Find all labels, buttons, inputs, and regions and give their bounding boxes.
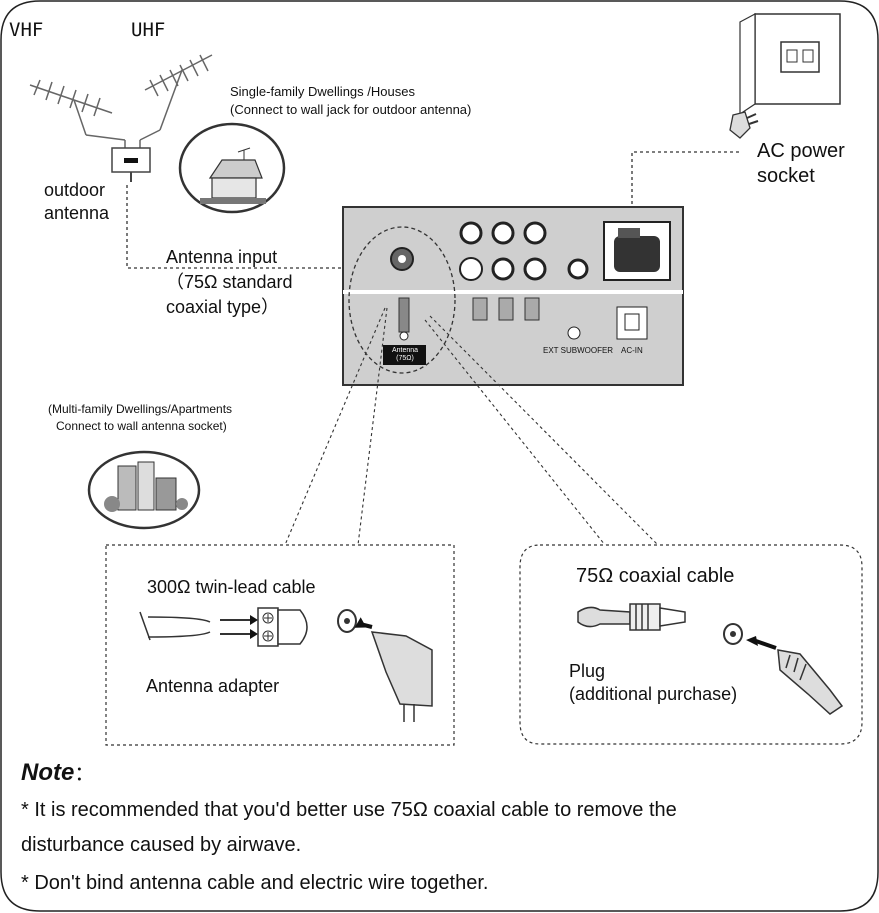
- note-heading: Note：: [21, 759, 94, 787]
- panel-antenna-tag: Antenna (75Ω): [385, 347, 425, 363]
- apartment-illustration: [87, 450, 201, 530]
- coax-detail-box: [519, 544, 863, 745]
- antenna-input-line1: Antenna input: [166, 247, 278, 267]
- note-line-1: * It is recommended that you'd better us…: [21, 799, 677, 821]
- plug-label-line2: (additional purchase): [569, 684, 738, 704]
- callout-lines: [284, 307, 659, 546]
- uhf-label: UHF: [131, 19, 166, 41]
- single-family-line2: (Connect to wall jack for outdoor antenn…: [230, 102, 472, 117]
- antenna-adapter-label: Antenna adapter: [146, 676, 280, 696]
- plug-label-line1: Plug: [569, 661, 606, 681]
- panel-antenna-tag-line1: Antenna: [391, 347, 419, 354]
- outdoor-antenna-line1: outdoor: [44, 180, 106, 200]
- uhf-antenna-icon: [139, 54, 213, 150]
- outdoor-feed-line: [126, 185, 392, 269]
- coax-plug-icon: [577, 603, 686, 631]
- multi-family-line1: (Multi-family Dwellings/Apartments: [48, 402, 233, 416]
- note-line-3: * Don't bind antenna cable and electric …: [21, 872, 489, 894]
- house-illustration: [178, 122, 286, 214]
- ac-power-line1: AC power: [757, 140, 845, 162]
- panel-antenna-tag-line2: (75Ω): [396, 355, 414, 363]
- note-title: Note: [21, 759, 75, 786]
- ac-power-line2: socket: [757, 165, 815, 187]
- tv-back-panel: [342, 206, 684, 386]
- coax-socket-icon: [337, 609, 357, 633]
- coax-cable-end-icon: [777, 649, 844, 715]
- wall-socket-icon: [739, 13, 841, 116]
- multi-family-line2: Connect to wall antenna socket): [56, 419, 227, 433]
- outdoor-antenna-line2: antenna: [44, 203, 110, 223]
- note-colon: ：: [74, 763, 95, 785]
- twin-lead-title: 300Ω twin-lead cable: [147, 577, 316, 597]
- plug-adapter-icon: [370, 631, 433, 722]
- antenna-input-line3: coaxial type）: [166, 297, 280, 317]
- single-family-line1: Single-family Dwellings /Houses: [230, 84, 415, 99]
- coax-socket-right-icon: [723, 623, 743, 645]
- antenna-jack-highlight: [348, 226, 456, 374]
- vhf-label: VHF: [9, 19, 44, 41]
- ac-in-label: AC-IN: [621, 346, 643, 355]
- power-plug-icon: [729, 111, 759, 139]
- twin-lead-cable-icon: [139, 611, 250, 641]
- antenna-adapter-icon: [257, 607, 308, 647]
- antenna-input-line2: （75Ω standard: [166, 272, 293, 292]
- ext-subwoofer-label: EXT SUBWOOFER: [543, 346, 614, 355]
- coax-cable-title: 75Ω coaxial cable: [576, 565, 735, 587]
- note-line-2: disturbance caused by airwave.: [21, 834, 302, 856]
